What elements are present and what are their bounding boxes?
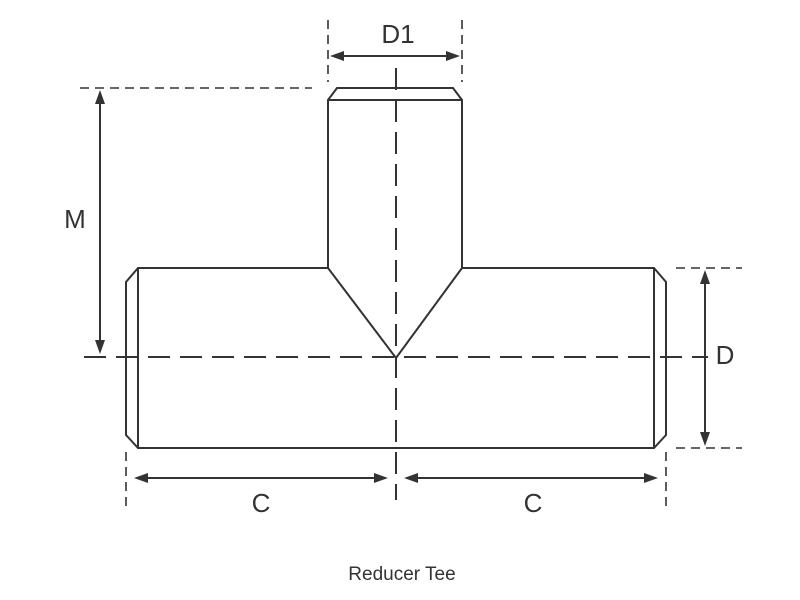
diagram-caption: Reducer Tee xyxy=(348,564,455,585)
d1-arrow-right xyxy=(446,51,460,61)
c-right-label: C xyxy=(524,488,543,518)
c-left-arrow-left xyxy=(134,473,148,483)
d-arrow-top xyxy=(700,270,710,284)
d1-arrow-left xyxy=(330,51,344,61)
v-intersection-right xyxy=(395,267,463,359)
m-label: M xyxy=(64,204,86,234)
main-pipe-outline xyxy=(125,267,667,449)
d-label: D xyxy=(716,340,735,370)
c-right-arrow-right xyxy=(644,473,658,483)
m-arrow-bottom xyxy=(95,340,105,354)
c-left-arrow-right xyxy=(374,473,388,483)
v-intersection-left xyxy=(327,267,397,359)
d1-label: D1 xyxy=(381,19,414,49)
c-right-arrow-left xyxy=(404,473,418,483)
c-left-label: C xyxy=(252,488,271,518)
m-arrow-top xyxy=(95,90,105,104)
d-arrow-bottom xyxy=(700,432,710,446)
